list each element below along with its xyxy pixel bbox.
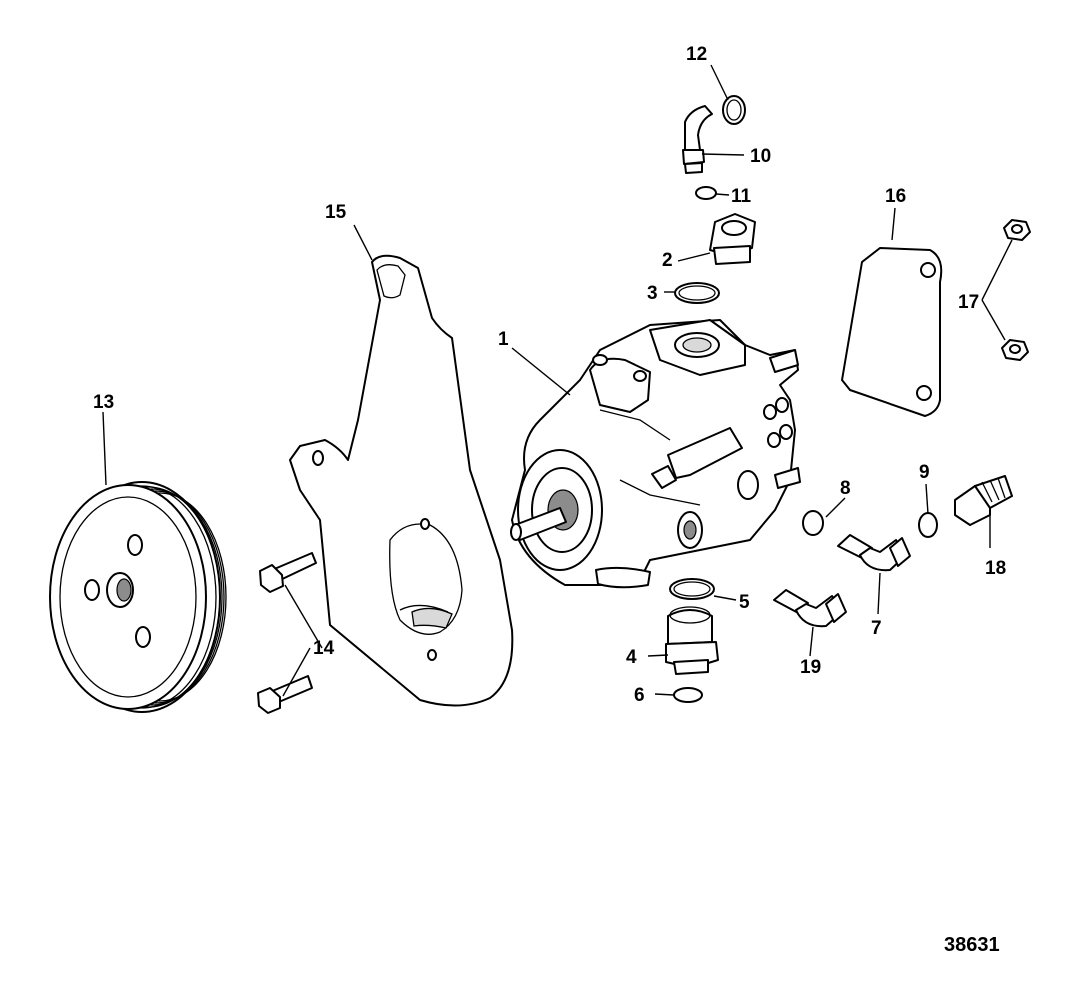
callout-19: 19 xyxy=(800,657,821,678)
callout-1: 1 xyxy=(498,329,509,350)
o-ring-9 xyxy=(918,512,938,538)
o-ring-11 xyxy=(695,186,717,200)
callout-12: 12 xyxy=(686,44,707,65)
callout-8: 8 xyxy=(840,478,851,499)
o-ring-8 xyxy=(802,510,824,536)
bolt-lower xyxy=(257,675,313,714)
callout-17: 17 xyxy=(958,292,979,313)
callout-11: 11 xyxy=(731,186,752,207)
power-steering-pump xyxy=(510,319,801,589)
o-ring-6 xyxy=(673,687,703,703)
nut-upper-17 xyxy=(1003,219,1031,241)
callout-16: 16 xyxy=(885,186,906,207)
callout-9: 9 xyxy=(919,462,930,483)
adapter-fitting-2 xyxy=(709,213,756,265)
mounting-plate xyxy=(289,254,514,707)
bolt-upper xyxy=(259,552,317,593)
nut-lower-17 xyxy=(1001,339,1029,361)
elbow-fitting-10 xyxy=(682,105,713,174)
leader-lines xyxy=(102,64,1013,697)
fitting-4 xyxy=(665,606,719,675)
callout-10: 10 xyxy=(750,146,771,167)
callout-5: 5 xyxy=(739,592,750,613)
elbow-fitting-7 xyxy=(837,534,911,572)
callout-15: 15 xyxy=(325,202,347,223)
callout-7: 7 xyxy=(871,618,882,639)
callout-3: 3 xyxy=(647,283,658,304)
fitting-18 xyxy=(954,475,1013,526)
bracket-16 xyxy=(841,247,943,417)
pulley xyxy=(49,481,227,713)
callout-4: 4 xyxy=(626,647,637,668)
elbow-fitting-19 xyxy=(773,589,847,628)
callout-2: 2 xyxy=(662,250,673,271)
callout-14: 14 xyxy=(313,638,335,659)
callout-18: 18 xyxy=(985,558,1006,579)
callout-13: 13 xyxy=(93,392,114,413)
callout-6: 6 xyxy=(634,685,645,706)
figure-number: 38631 xyxy=(944,934,1000,956)
